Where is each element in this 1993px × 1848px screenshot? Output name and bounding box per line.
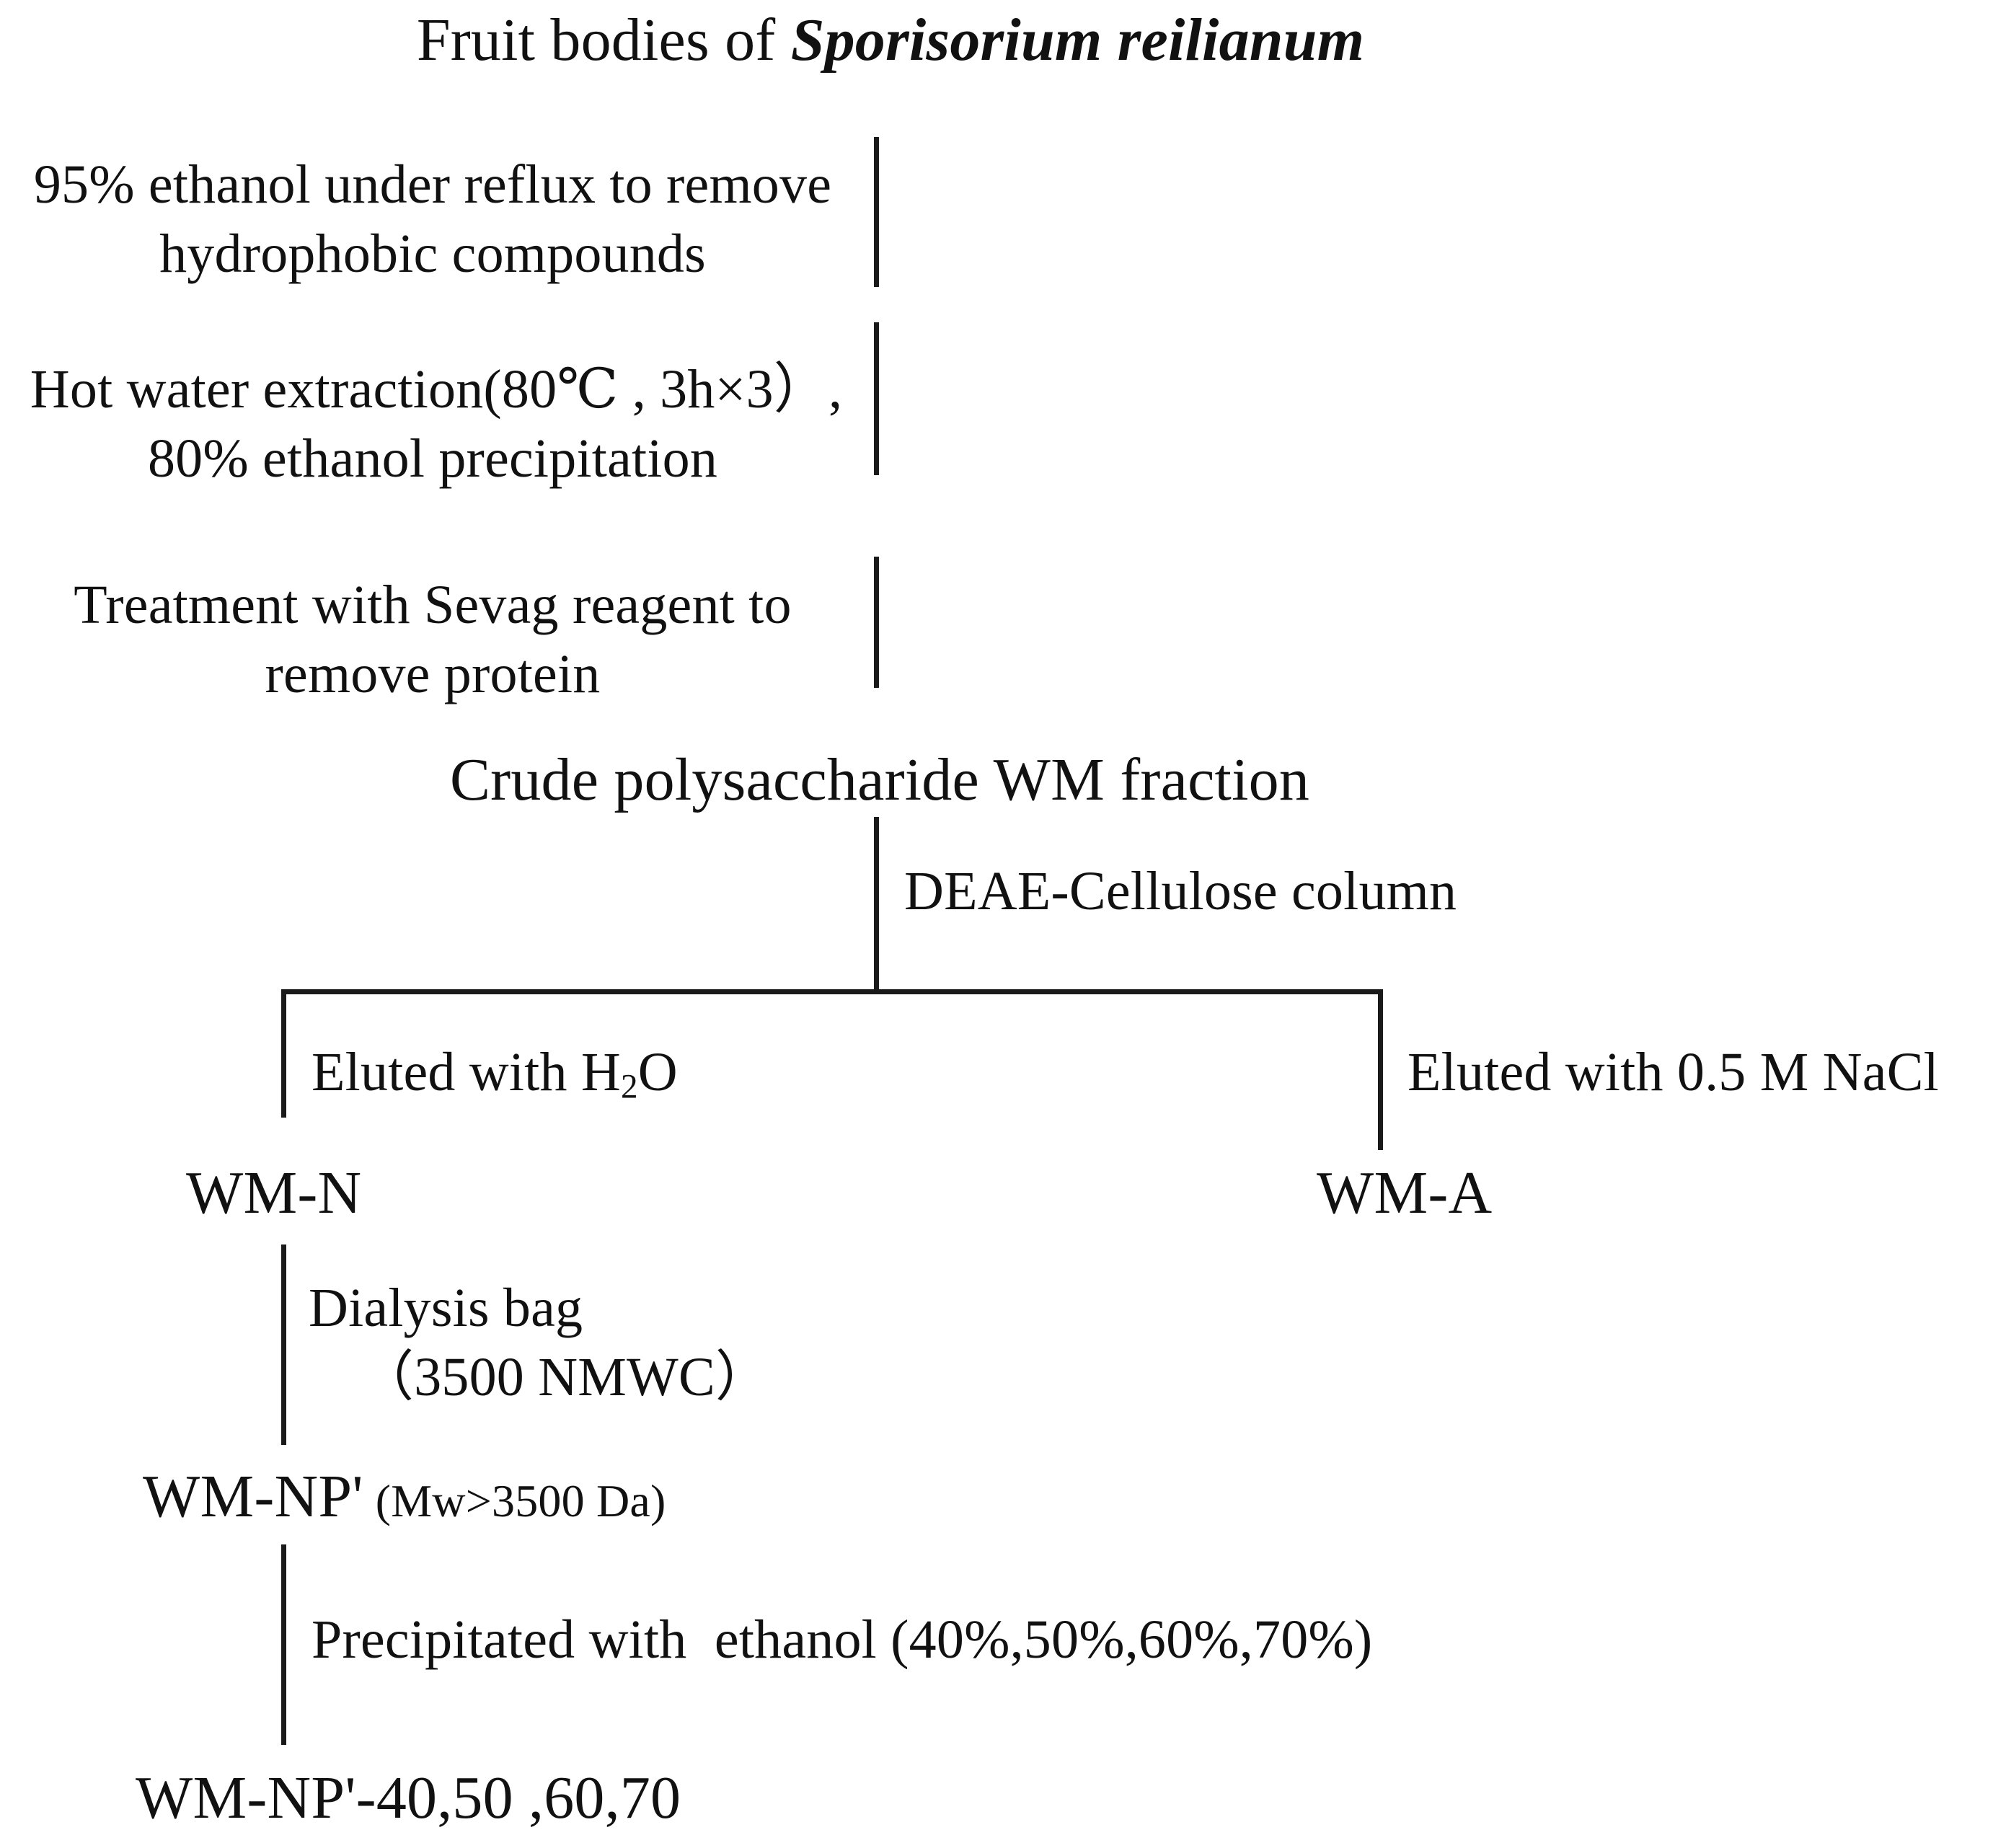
branch-label-left-tail: O — [637, 1042, 678, 1102]
node-wm-np-prime-detail: (Mw>3500 Da) — [375, 1475, 666, 1526]
connector-line-1 — [874, 137, 879, 287]
step-6-precipitation-label: Precipitated with ethanol (40%,50%,60%,7… — [311, 1609, 1373, 1670]
branch-label-left: Eluted with H2O — [311, 1040, 678, 1108]
step-4-deae-label: DEAE-Cellulose column — [904, 861, 1457, 921]
node-wm-np-prime-name: WM-NP' — [143, 1463, 376, 1530]
node-crude-polysaccharide: Crude polysaccharide WM fraction — [449, 746, 1310, 813]
diagram-title: Fruit bodies of Sporisorium reilianum — [216, 4, 1565, 76]
branch-label-left-text: Eluted with H — [311, 1042, 621, 1102]
step-1-line-1: 95% ethanol under reflux to remove — [33, 154, 832, 215]
step-5-line-1: Dialysis bag — [309, 1278, 583, 1338]
title-prefix: Fruit bodies of — [416, 6, 791, 74]
branch-line-left — [281, 989, 286, 1118]
step-3-line-1: Treatment with Sevag reagent to — [74, 575, 792, 635]
step-3-line-2: remove protein — [265, 644, 601, 704]
step-2-line-2: 80% ethanol precipitation — [147, 428, 718, 489]
step-2-line-1: Hot water extraction(80℃ , 3h×3）, — [30, 359, 843, 420]
step-5-line-2: （3500 NMWC） — [359, 1347, 771, 1407]
node-final-fractions: WM-NP'-40,50 ,60,70 — [136, 1764, 681, 1831]
title-species-name: Sporisorium reilianum — [790, 6, 1365, 74]
connector-line-4 — [874, 817, 879, 994]
branch-label-left-subscript: 2 — [621, 1068, 638, 1106]
branch-label-right: Eluted with 0.5 M NaCl — [1408, 1042, 1939, 1102]
node-wm-a: WM-A — [1317, 1159, 1493, 1226]
connector-line-5 — [281, 1244, 286, 1445]
branch-line-right — [1378, 989, 1383, 1150]
connector-line-3 — [874, 557, 879, 688]
connector-line-2 — [874, 322, 879, 475]
connector-line-6 — [281, 1544, 286, 1745]
step-1-line-2: hydrophobic compounds — [159, 224, 706, 284]
node-wm-np-prime: WM-NP' (Mw>3500 Da) — [143, 1461, 666, 1532]
branch-horizontal-bar — [281, 989, 1383, 994]
node-wm-n: WM-N — [186, 1159, 362, 1226]
